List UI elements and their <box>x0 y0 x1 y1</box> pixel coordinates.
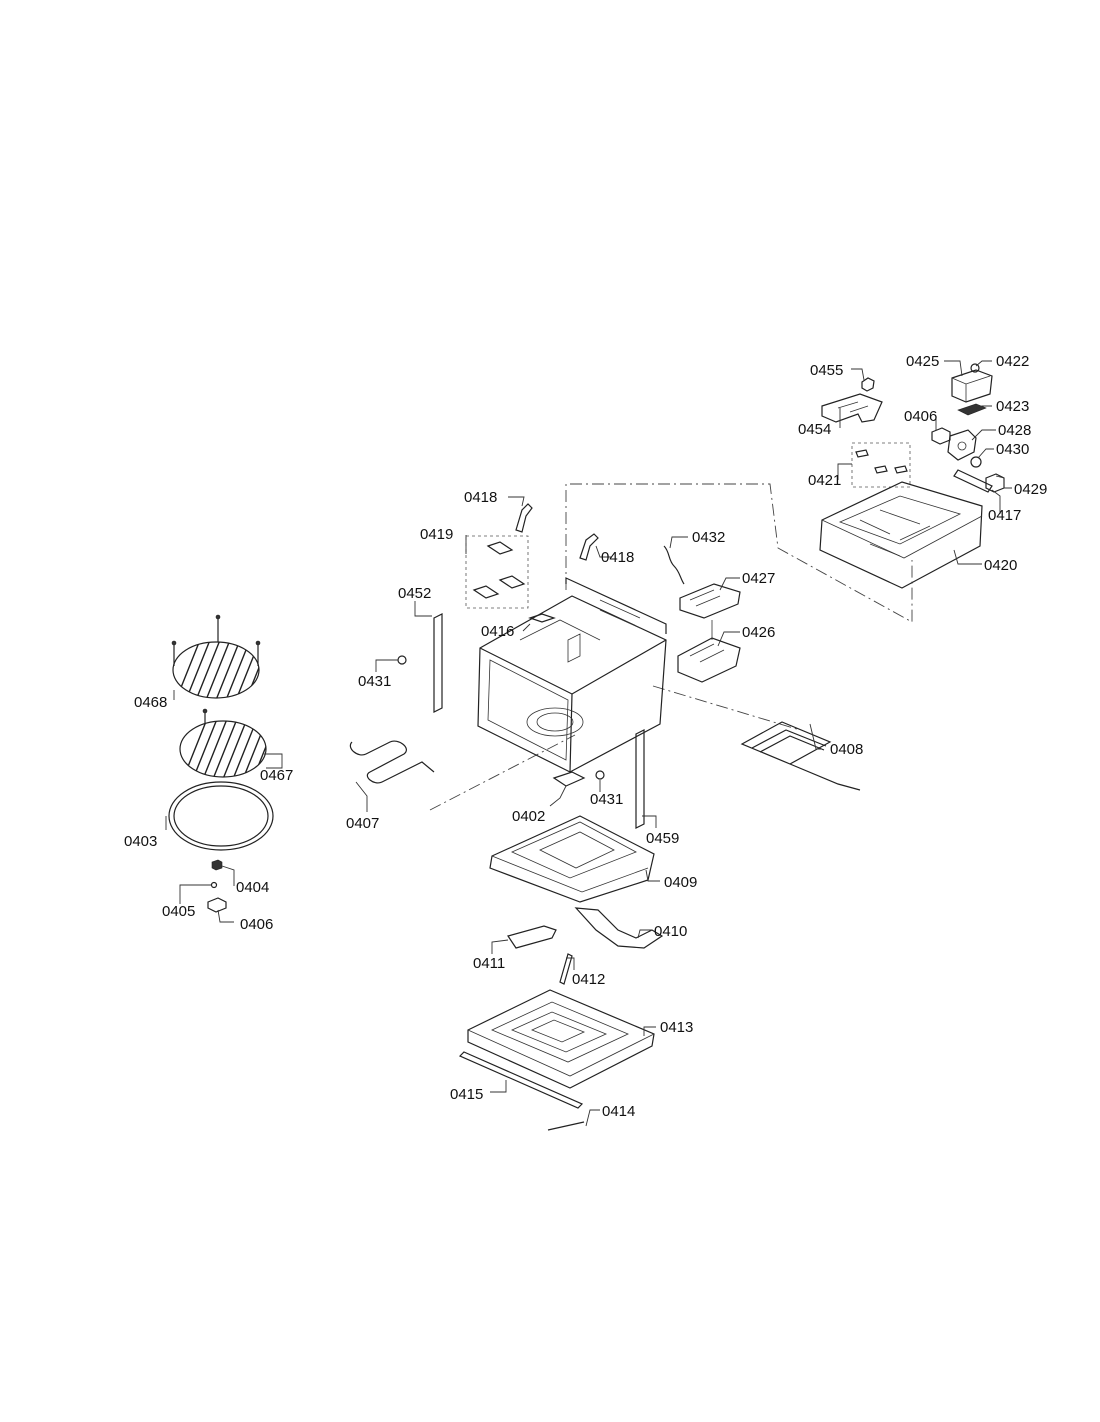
label-0431-left: 0431 <box>358 673 391 690</box>
label-0454: 0454 <box>798 421 831 438</box>
label-0432: 0432 <box>692 529 725 546</box>
label-0467: 0467 <box>260 767 293 784</box>
label-0405: 0405 <box>162 903 195 920</box>
part-0432-drawing <box>663 545 685 585</box>
label-0452: 0452 <box>398 585 431 602</box>
label-0425: 0425 <box>906 353 939 370</box>
label-0455: 0455 <box>810 362 843 379</box>
label-0414: 0414 <box>602 1103 635 1120</box>
label-0413: 0413 <box>660 1019 693 1036</box>
label-0430: 0430 <box>996 441 1029 458</box>
part-0468-drawing <box>171 614 261 699</box>
part-0406-bottom-drawing <box>207 897 227 913</box>
leader-lines <box>165 360 1012 1127</box>
label-0403: 0403 <box>124 833 157 850</box>
part-0426-drawing <box>677 620 741 683</box>
label-0404: 0404 <box>236 879 269 896</box>
part-0418-right-drawing <box>579 533 599 561</box>
label-0406-bottom: 0406 <box>240 916 273 933</box>
part-0418-left-drawing <box>515 503 533 533</box>
label-0406-top: 0406 <box>904 408 937 425</box>
part-0406-top-drawing <box>931 427 951 445</box>
label-0429: 0429 <box>1014 481 1047 498</box>
label-0426: 0426 <box>742 624 775 641</box>
label-0402: 0402 <box>512 808 545 825</box>
label-0415: 0415 <box>450 1086 483 1103</box>
part-0427-drawing <box>679 583 741 619</box>
label-0428: 0428 <box>998 422 1031 439</box>
part-0431-right-drawing <box>595 770 605 780</box>
label-0419: 0419 <box>420 526 453 543</box>
label-0418-left: 0418 <box>464 489 497 506</box>
label-0421: 0421 <box>808 472 841 489</box>
part-0405-drawing <box>210 881 218 889</box>
part-0413-drawing <box>467 989 655 1089</box>
label-0417: 0417 <box>988 507 1021 524</box>
part-0402-drawing <box>552 771 586 787</box>
label-0431-right: 0431 <box>590 791 623 808</box>
part-0420-drawing <box>819 481 983 589</box>
label-0459: 0459 <box>646 830 679 847</box>
label-0411: 0411 <box>473 955 505 972</box>
part-0455-drawing <box>861 377 875 392</box>
part-0403-drawing <box>168 781 274 851</box>
part-0414-drawing <box>547 1121 585 1131</box>
part-0417-drawing <box>953 469 993 493</box>
label-0412: 0412 <box>572 971 605 988</box>
label-0427: 0427 <box>742 570 775 587</box>
part-0419-drawing <box>465 535 529 609</box>
label-0416: 0416 <box>481 623 514 640</box>
part-0430-drawing <box>970 456 982 468</box>
label-0407: 0407 <box>346 815 379 832</box>
part-0408-drawing <box>740 721 861 791</box>
part-0428-drawing <box>947 429 977 461</box>
part-0404-drawing <box>211 859 223 871</box>
label-0423: 0423 <box>996 398 1029 415</box>
label-0420: 0420 <box>984 557 1017 574</box>
part-0431-left-drawing <box>397 655 407 665</box>
part-0425-drawing <box>951 369 993 403</box>
label-0468: 0468 <box>134 694 167 711</box>
part-labels: 0455 0425 0422 0423 0454 0406 0428 0430 … <box>124 353 1047 1120</box>
oven-cavity-drawing <box>477 577 667 773</box>
part-0459-drawing <box>635 729 645 829</box>
part-0411-drawing <box>507 925 557 949</box>
label-0408: 0408 <box>830 741 863 758</box>
label-0422: 0422 <box>996 353 1029 370</box>
part-0454-drawing <box>821 393 883 423</box>
part-0410-drawing <box>574 907 664 949</box>
part-0407-drawing <box>349 740 435 784</box>
part-0421-drawing <box>851 442 911 488</box>
label-0418-right: 0418 <box>601 549 634 566</box>
label-0410: 0410 <box>654 923 687 940</box>
part-0452-drawing <box>433 613 443 713</box>
part-0415-drawing <box>458 1051 584 1109</box>
assembly-guide-lines <box>429 483 913 811</box>
part-0412-drawing <box>559 953 573 985</box>
part-0409-drawing <box>489 815 655 903</box>
part-0422-drawing <box>970 363 980 373</box>
part-0429-drawing <box>985 473 1005 493</box>
label-0409: 0409 <box>664 874 697 891</box>
